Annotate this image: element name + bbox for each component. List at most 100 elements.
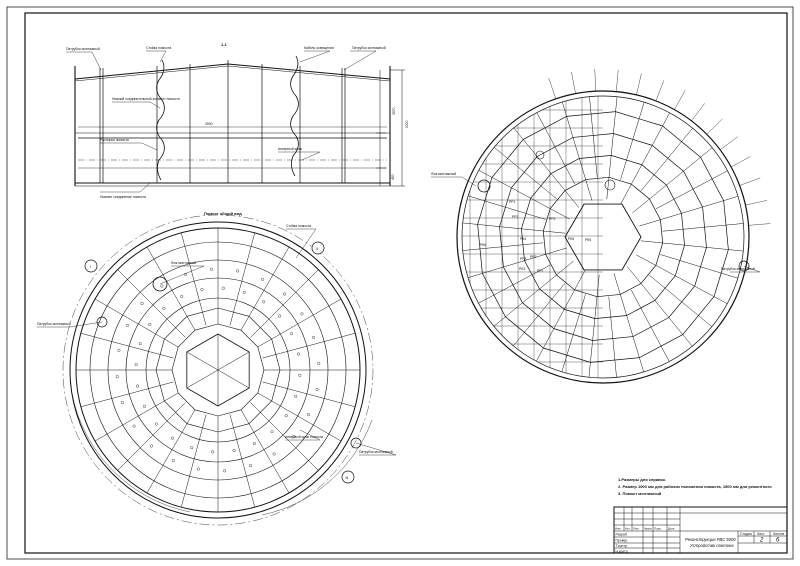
title-block-header: Подп.	[654, 527, 662, 531]
anchor-point	[284, 414, 288, 418]
anchor-point	[252, 442, 256, 446]
svg-text:Анкерный крюк: Анкерный крюк	[278, 147, 302, 151]
center-hexagon	[564, 203, 642, 271]
radial-seam	[468, 195, 546, 220]
radial-beam	[257, 298, 342, 348]
dimension-arc	[69, 379, 191, 513]
radial-seam	[620, 112, 670, 204]
anchor-point	[140, 301, 144, 305]
radial-beam	[146, 409, 196, 494]
dimension-tick	[616, 69, 619, 92]
dimension-tick	[571, 71, 576, 94]
svg-text:Распорка помоста: Распорка помоста	[100, 138, 129, 142]
pontoon-ring	[542, 176, 664, 298]
svg-text:Листов: Листов	[773, 532, 784, 536]
radial-seam	[467, 247, 567, 278]
svg-text:Провер.: Провер.	[616, 539, 629, 543]
pontoon-tag: РК3	[519, 267, 525, 271]
svg-text:Лист: Лист	[757, 532, 765, 536]
anchor-point	[272, 452, 276, 456]
radial-beam	[229, 232, 255, 326]
anchor-point	[298, 373, 302, 377]
radial-seam	[639, 196, 739, 227]
anchor-point	[283, 292, 287, 296]
anchor-point	[315, 388, 319, 392]
radial-beam	[80, 333, 174, 359]
anchor-point	[125, 323, 129, 327]
title-block-header: Кол.	[625, 527, 631, 531]
dimension-tick	[691, 103, 705, 121]
nozzle-circle	[738, 260, 750, 272]
svg-text:Кабель освещения: Кабель освещения	[304, 46, 334, 50]
dimension-tick	[731, 156, 751, 168]
radial-seam	[561, 294, 586, 372]
radial-seam	[513, 283, 566, 346]
outer-border	[6, 6, 794, 560]
svg-text:Стойка помоста: Стойка помоста	[286, 224, 311, 228]
anchor-point	[160, 284, 164, 288]
anchor-point	[317, 361, 321, 365]
anchor-point	[117, 348, 121, 352]
note-3: 3. Помост монтажный	[618, 491, 662, 496]
radial-seam	[562, 101, 593, 201]
anchor-point	[294, 394, 298, 398]
radial-beam	[229, 414, 255, 508]
tank-section-view: 1-1	[66, 42, 409, 199]
plan-title: Помост общий вид	[204, 211, 242, 216]
svg-text:Анкерный крюк помоста: Анкерный крюк помоста	[285, 435, 323, 439]
radial-seam	[660, 254, 738, 279]
anchor-point	[149, 444, 153, 448]
pontoon-tag: РР3	[549, 217, 556, 221]
sheets-total: 6	[776, 538, 780, 544]
anchor-point	[132, 424, 136, 428]
svg-text:450: 450	[391, 174, 395, 180]
radial-beam	[250, 402, 319, 471]
anchor-point	[261, 277, 265, 281]
radial-seam	[536, 112, 576, 185]
anchor-point	[296, 352, 300, 356]
tank-wall-ring	[456, 90, 750, 384]
anchor-point	[134, 363, 138, 367]
anchor-point	[249, 464, 253, 468]
title-block-header: Лист	[633, 527, 640, 531]
svg-text:Патрубок монтажный: Патрубок монтажный	[721, 267, 755, 271]
anchor-point	[115, 375, 119, 379]
anchor-point	[138, 342, 142, 346]
sheet-number: 2	[759, 538, 764, 544]
tank-wall-ring	[461, 95, 745, 379]
anchor-point	[136, 384, 140, 388]
anchor-point	[236, 269, 240, 273]
radial-seam	[478, 264, 551, 304]
svg-text:3000: 3000	[205, 122, 213, 126]
radial-seam	[494, 147, 557, 200]
anchor-point	[211, 450, 215, 454]
anchor-point	[154, 422, 158, 426]
title-block-header: Дата	[668, 527, 675, 531]
center-line-ring	[62, 214, 374, 526]
radial-seam	[613, 273, 644, 373]
anchor-point	[270, 430, 274, 434]
pontoon-tag: РК5	[585, 238, 591, 242]
anchor-point	[278, 314, 282, 318]
radial-seam	[655, 170, 728, 210]
svg-text:Т.контр.: Т.контр.	[616, 544, 628, 548]
anchor-point	[171, 459, 175, 463]
radial-seam	[636, 254, 728, 304]
dimension-tick	[745, 200, 767, 206]
dimension-tick	[748, 223, 771, 226]
pontoon-tag: РК6	[480, 243, 486, 247]
platform-plan-view: Помост общий вид Стойка помоста Люк монт…	[37, 211, 397, 526]
svg-text:Люк монтажный: Люк монтажный	[431, 172, 456, 176]
anchor-point	[120, 401, 124, 405]
radial-seam	[536, 270, 586, 362]
hex-spoke	[186, 351, 219, 371]
radial-beam	[240, 409, 290, 494]
section-marker-1: I	[84, 259, 98, 273]
anchor-point	[162, 306, 166, 310]
hex-spoke	[217, 351, 250, 371]
title-block-header: Изм.	[615, 527, 621, 531]
svg-text:Нижний соединительный элемент: Нижний соединительный элемент помоста	[112, 97, 180, 101]
anchor-point	[209, 267, 213, 271]
radial-seam	[630, 289, 670, 362]
